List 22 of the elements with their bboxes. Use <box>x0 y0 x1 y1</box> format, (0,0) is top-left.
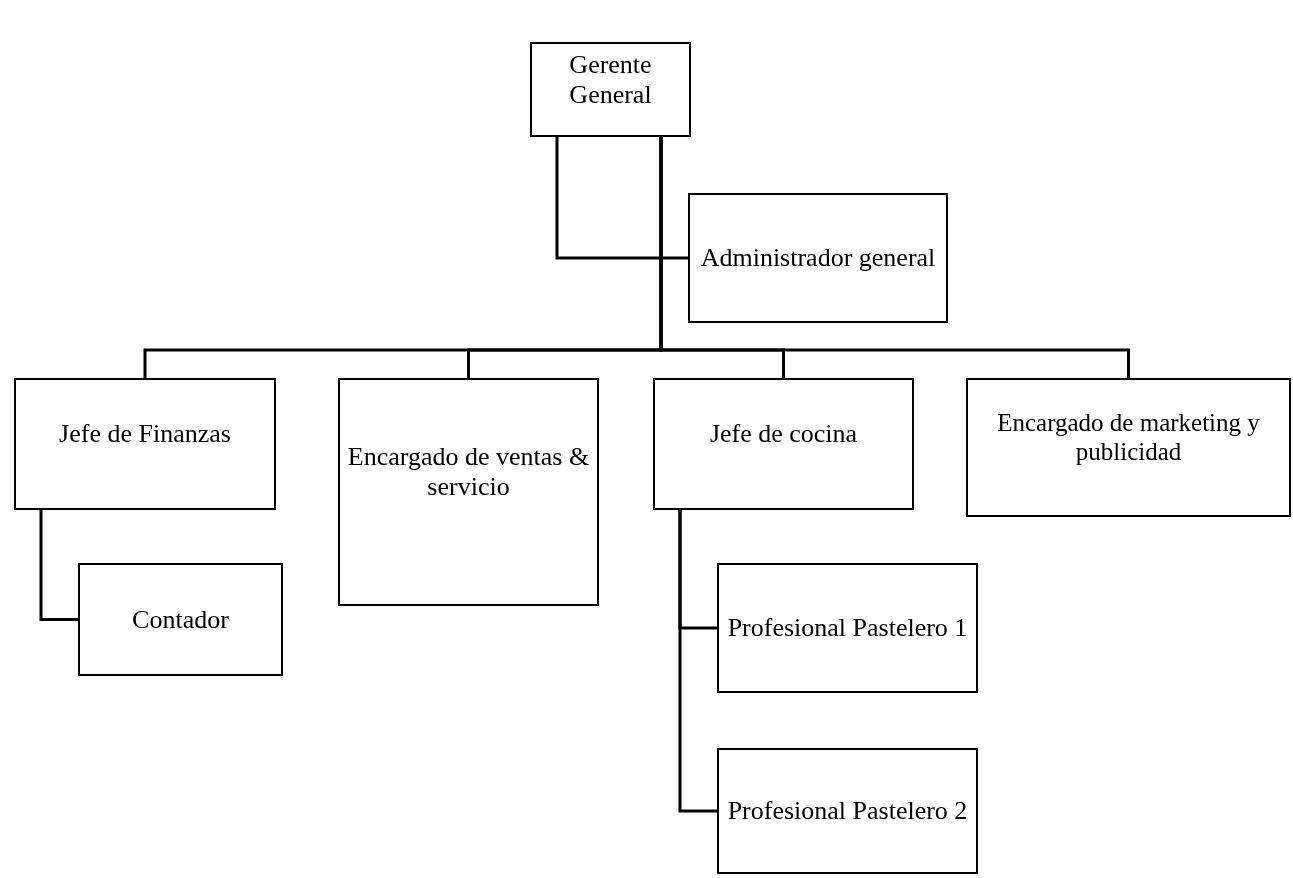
position-title: Encargado de marketing y publicidad <box>996 408 1261 467</box>
position-title: Encargado de ventas & servicio <box>346 442 591 502</box>
position-box <box>717 748 978 874</box>
position-title: Administrador general <box>700 243 936 273</box>
position-title: Profesional Pastelero 1 <box>727 613 968 643</box>
position-box <box>717 563 978 693</box>
position-box <box>688 193 948 323</box>
position-title: Jefe de Finanzas <box>59 419 231 449</box>
connector-line <box>555 137 688 260</box>
position-title: Gerente General <box>568 49 653 110</box>
connector-line <box>39 510 78 621</box>
connector-line <box>678 510 717 813</box>
position-title: Profesional Pastelero 2 <box>727 796 968 826</box>
position-box <box>78 563 283 676</box>
position-box <box>338 378 599 606</box>
position-box <box>530 42 691 137</box>
position-title: Jefe de cocina <box>709 419 858 449</box>
position-box <box>14 378 276 510</box>
position-box <box>653 378 914 510</box>
connector-line <box>659 137 1130 378</box>
position-title: Contador <box>132 604 229 635</box>
position-box <box>966 378 1291 517</box>
